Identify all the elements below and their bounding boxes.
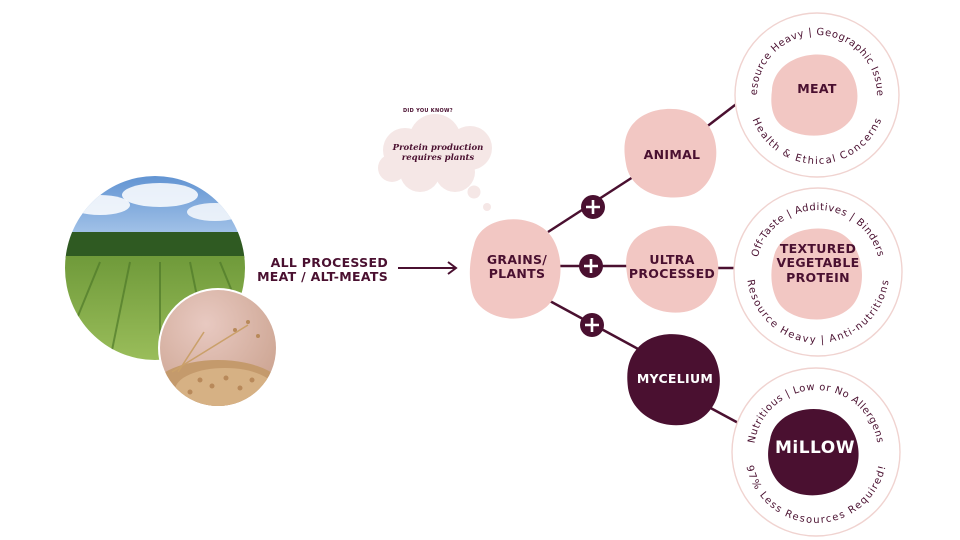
result-label-millow: MiLLOW [774, 438, 855, 458]
plus-icon [580, 313, 604, 337]
result-ring-meat [734, 12, 900, 178]
branch-label-ultra-processed: ULTRA PROCESSED [624, 252, 720, 282]
hub-label: GRAINS/ PLANTS [478, 252, 556, 282]
thought-cloud [378, 114, 492, 211]
result-label-tvp-line1: TEXTURED [779, 241, 857, 256]
source-label: ALL PROCESSED MEAT / ALT-MEATS [246, 255, 388, 285]
hub-grains-plants [469, 219, 561, 319]
callout-text-line2: requires plants [401, 152, 475, 163]
result-label-tvp: TEXTURED VEGETABLE PROTEIN [770, 241, 866, 285]
source-label-line2: MEAT / ALT-MEATS [257, 269, 388, 285]
result-label-meat: MEAT [797, 81, 837, 96]
source-arrow [398, 261, 458, 275]
branch-animal [624, 108, 717, 198]
callout-heading: DID YOU KNOW? [402, 108, 454, 114]
result-label-tvp-line2: VEGETABLE [776, 255, 860, 271]
hub-label-line2: PLANTS [488, 266, 546, 282]
result-label-tvp-line3: PROTEIN [786, 269, 850, 285]
branch-label-animal: ANIMAL [643, 147, 701, 162]
hub-label-line1: GRAINS/ [486, 252, 548, 267]
plus-icon [579, 254, 603, 278]
branch-label-ultra-line1: ULTRA [649, 252, 695, 267]
branch-label-ultra-line2: PROCESSED [628, 266, 716, 282]
wheat-grain-photo [158, 288, 278, 408]
plus-icon [581, 195, 605, 219]
callout-text: Protein production requires plants [388, 143, 488, 164]
result-ring-millow [731, 367, 901, 537]
source-label-line1: ALL PROCESSED [270, 255, 388, 270]
branch-label-mycelium: MYCELIUM [636, 371, 714, 386]
branch-mycelium [627, 334, 720, 426]
callout-text-line1: Protein production [392, 143, 484, 153]
result-ring-tvp [733, 187, 903, 357]
branch-ultra-processed [626, 225, 719, 313]
